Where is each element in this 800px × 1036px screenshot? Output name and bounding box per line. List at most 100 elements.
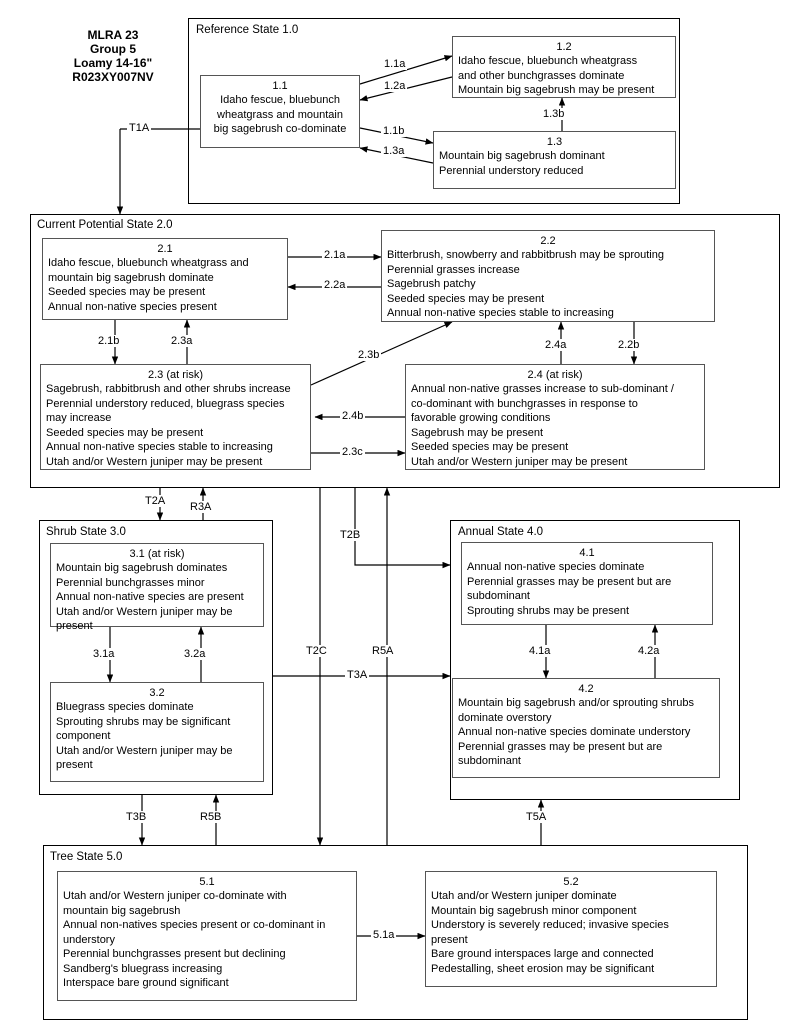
transition-label-2-3b: 2.3b (356, 349, 382, 361)
phase-line: Annual non-native species stable to incr… (387, 307, 614, 319)
state-label-current-potential: Current Potential State 2.0 (37, 219, 173, 231)
phase-title: 2.4 (at risk) (527, 369, 583, 381)
transition-label-T2B: T2B (338, 529, 363, 541)
phase-line: present (56, 620, 93, 632)
phase-box-5-1[interactable]: 5.1 Utah and/or Western juniper co-domin… (57, 871, 357, 1001)
phase-line: Mountain big sagebrush minor component (431, 904, 637, 917)
transition-label-2-4b: 2.4b (340, 410, 366, 422)
phase-line: Idaho fescue, bluebunch wheatgrass (458, 55, 638, 67)
phase-title: 4.1 (579, 547, 595, 559)
phase-line: Utah and/or Western juniper dominate (431, 890, 617, 902)
phase-box-2-3[interactable]: 2.3 (at risk) Sagebrush, rabbitbrush and… (40, 364, 311, 470)
phase-line: wheatgrass and mountain (217, 108, 343, 121)
transition-label-4-2a: 4.2a (636, 645, 662, 657)
transition-label-3-2a: 3.2a (182, 648, 208, 660)
phase-title: 5.1 (199, 876, 215, 888)
transition-label-2-2b: 2.2b (616, 339, 642, 351)
phase-box-3-1[interactable]: 3.1 (at risk) Mountain big sagebrush dom… (50, 543, 264, 632)
state-label-reference: Reference State 1.0 (196, 24, 299, 36)
phase-line: Perennial grasses increase (387, 263, 520, 276)
phase-line: Bitterbrush, snowberry and rabbitbrush m… (387, 249, 664, 261)
transition-label-1-1b: 1.1b (381, 125, 407, 137)
phase-line: Sagebrush patchy (387, 278, 476, 290)
transition-label-R5A: R5A (370, 645, 396, 657)
state-container-shrub (39, 520, 273, 795)
phase-box-1-1[interactable]: 1.1 Idaho fescue, bluebunch wheatgrass a… (200, 75, 360, 148)
phase-line: Utah and/or Western juniper may be (56, 744, 233, 757)
phase-line: Annual non-native species dominate under… (458, 726, 691, 738)
phase-line: Mountain big sagebrush dominant (439, 150, 605, 162)
phase-title: 5.2 (563, 876, 579, 888)
phase-box-5-2[interactable]: 5.2 Utah and/or Western juniper dominate… (425, 871, 717, 987)
phase-line: Annual non-native grasses increase to su… (411, 383, 674, 395)
phase-line: Bluegrass species dominate (56, 701, 194, 713)
phase-box-4-2[interactable]: 4.2 Mountain big sagebrush and/or sprout… (452, 678, 720, 778)
transition-label-R5B: R5B (198, 811, 224, 823)
phase-title: 2.3 (at risk) (147, 369, 203, 381)
phase-line: present (56, 759, 93, 771)
phase-line: Sagebrush may be present (411, 426, 544, 439)
state-container-current-potential (30, 214, 780, 488)
phase-line: Perennial bunchgrasses minor (56, 576, 205, 589)
transition-label-1-2a: 1.2a (382, 80, 408, 92)
phase-line: Seeded species may be present (411, 441, 569, 453)
phase-line: big sagebrush co-dominate (213, 123, 347, 135)
phase-line: Bare ground interspaces large and connec… (431, 948, 654, 960)
transition-label-2-3a: 2.3a (169, 335, 195, 347)
phase-line: Sprouting shrubs may be significant (56, 715, 231, 728)
phase-line: Annual non-native species present (48, 300, 217, 313)
phase-line: Perennial understory reduced, bluegrass … (46, 397, 285, 410)
phase-line: Sandberg's bluegrass increasing (63, 962, 223, 975)
transition-label-1-1a: 1.1a (382, 58, 408, 70)
phase-box-4-1[interactable]: 4.1 Annual non-native species dominate P… (461, 542, 713, 625)
phase-line: Pedestalling, sheet erosion may be signi… (431, 962, 655, 975)
phase-line: Seeded species may be present (46, 426, 204, 439)
transition-label-T2A: T2A (143, 495, 168, 507)
phase-title: 3.1 (at risk) (129, 548, 185, 560)
state-container-annual (450, 520, 740, 800)
phase-box-2-4[interactable]: 2.4 (at risk) Annual non-native grasses … (405, 364, 705, 470)
phase-line: Perennial grasses may be present but are (458, 740, 663, 753)
transition-label-2-1a: 2.1a (322, 249, 348, 261)
phase-line: co-dominant with bunchgrasses in respons… (411, 397, 638, 410)
phase-title: 3.2 (149, 687, 165, 699)
phase-title: 4.2 (578, 683, 594, 695)
phase-box-3-2[interactable]: 3.2 Bluegrass species dominate Sprouting… (50, 682, 264, 782)
phase-line: component (56, 730, 111, 742)
phase-line: Mountain big sagebrush and/or sprouting … (458, 697, 695, 709)
transition-label-1-3b: 1.3b (541, 108, 567, 120)
phase-line: Utah and/or Western juniper co-dominate … (63, 890, 287, 902)
phase-line: Seeded species may be present (48, 286, 206, 298)
phase-box-1-2[interactable]: 1.2 Idaho fescue, bluebunch wheatgrass a… (452, 36, 676, 98)
transition-label-T3B: T3B (124, 811, 149, 823)
diagram-header: MLRA 23 Group 5 Loamy 14-16" R023XY007NV (48, 28, 178, 84)
phase-title: 2.2 (540, 235, 556, 247)
phase-line: Seeded species may be present (387, 292, 545, 305)
phase-line: Annual non-natives species present or co… (63, 919, 326, 931)
transition-label-2-3c: 2.3c (340, 446, 365, 458)
header-line-4: R023XY007NV (72, 70, 154, 84)
edge-1.1a (359, 55, 453, 85)
transition-label-1-3a: 1.3a (381, 145, 407, 157)
phase-line: Perennial understory reduced (439, 164, 584, 177)
phase-line: Sagebrush, rabbitbrush and other shrubs … (46, 383, 291, 395)
phase-line: Perennial bunchgrasses present but decli… (63, 948, 286, 960)
phase-box-1-3[interactable]: 1.3 Mountain big sagebrush dominant Pere… (433, 131, 676, 189)
phase-line: and other bunchgrasses dominate (458, 69, 625, 82)
header-line-2: Group 5 (89, 42, 136, 56)
phase-line: Utah and/or Western juniper may be (56, 605, 233, 618)
phase-line: Perennial grasses may be present but are (467, 575, 672, 588)
phase-line: present (431, 933, 468, 946)
phase-box-2-1[interactable]: 2.1 Idaho fescue, bluebunch wheatgrass a… (42, 238, 288, 320)
edge-2.3b (310, 321, 453, 386)
transition-label-2-1b: 2.1b (96, 335, 122, 347)
transition-label-4-1a: 4.1a (527, 645, 553, 657)
transition-label-T3A: T3A (345, 669, 370, 681)
state-label-annual: Annual State 4.0 (458, 526, 544, 538)
transition-label-2-4a: 2.4a (543, 339, 569, 351)
phase-line: favorable growing conditions (411, 412, 551, 424)
phase-box-2-2[interactable]: 2.2 Bitterbrush, snowberry and rabbitbru… (381, 230, 715, 322)
transition-label-T2C: T2C (304, 645, 329, 657)
phase-title: 1.1 (272, 80, 288, 92)
